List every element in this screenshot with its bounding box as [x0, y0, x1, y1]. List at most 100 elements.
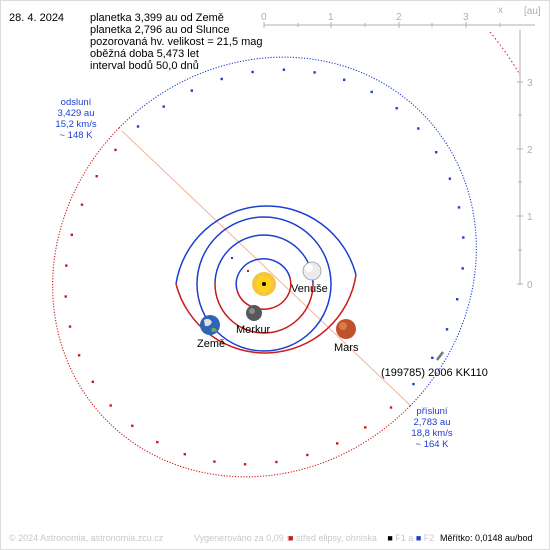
axis-y [517, 30, 523, 285]
asteroid-orbit-point [95, 175, 98, 178]
tick-x-2: 2 [396, 12, 402, 23]
asteroid-orbit-point [435, 151, 438, 154]
asteroid-orbit-point [275, 460, 278, 464]
mercury-orbit [235, 258, 292, 310]
legend-f1-marker: ■ [387, 533, 393, 543]
asteroid-orbit-point [282, 68, 286, 71]
asteroid-orbit-point [65, 264, 68, 267]
asteroid-orbit-point [448, 177, 452, 180]
earth-icon [200, 315, 220, 335]
info-distance-sun: planetka 2,796 au od Slunce [90, 24, 230, 36]
axis-x [263, 22, 535, 28]
tick-x-3: 3 [463, 12, 469, 23]
asteroid-orbit-point [114, 148, 117, 152]
legend-f2-marker: ■ [415, 533, 422, 543]
asteroid-orbit-point [91, 380, 94, 383]
tick-x-0: 0 [261, 12, 267, 23]
asteroid-orbit-point [251, 70, 254, 74]
asteroid-orbit-point [461, 267, 464, 270]
asteroid-orbit-point [190, 89, 193, 92]
aphelion-label: odsluní 3,429 au 15,2 km/s ~ 148 K [46, 97, 106, 141]
perihelion-title: přísluní [416, 406, 448, 417]
axis-unit: [au] [524, 6, 541, 17]
ellipse-center-marker [247, 270, 249, 272]
asteroid-orbit-point [370, 90, 373, 94]
asteroid-orbit [52, 56, 477, 478]
asteroid-orbit-point [77, 354, 81, 357]
mars-orbit [175, 205, 357, 354]
apsis-line [121, 130, 412, 407]
legend-center-text: střed elipsy, ohniska [295, 533, 377, 543]
asteroid-orbit-point [412, 382, 415, 386]
asteroid-orbit-point [109, 404, 112, 407]
asteroid-orbit-point [456, 298, 459, 301]
perihelion-temp: ~ 164 K [415, 439, 449, 450]
mars-label: Mars [334, 342, 359, 354]
asteroid-orbit-point [343, 78, 346, 81]
asteroid-orbit-point [364, 426, 367, 429]
info-magnitude: pozorovaná hv. velikost = 21,5 mag [90, 36, 263, 48]
mercury-label: Merkur [236, 324, 271, 336]
tick-y-3: 3 [527, 78, 533, 89]
perihelion-label: přísluní 2,783 au 18,8 km/s ~ 164 K [402, 406, 462, 450]
info-block: planetka 3,399 au od Země planetka 2,796… [90, 12, 263, 72]
asteroid-label: (199785) 2006 KK110 [381, 367, 488, 379]
asteroid-orbit-point [136, 125, 140, 128]
earth-orbit [196, 216, 332, 352]
aphelion-title: odsluní [60, 97, 92, 108]
venus-label: Venuše [291, 283, 328, 295]
outer-orbit-arc [489, 31, 521, 76]
perihelion-distance: 2,783 au [413, 417, 451, 428]
asteroid-orbit-point [70, 233, 73, 236]
asteroid-orbit-point [213, 460, 216, 463]
asteroid-orbit-point [313, 71, 316, 74]
sun-icon [252, 272, 276, 296]
asteroid-orbit-point [243, 463, 247, 466]
asteroid-orbit-point [183, 453, 186, 456]
tick-x-1: 1 [328, 12, 334, 23]
aphelion-speed: 15,2 km/s [55, 119, 97, 130]
tick-y-2: 2 [527, 145, 533, 156]
legend-center-marker: ■ [288, 533, 294, 543]
venus-icon [302, 261, 322, 281]
mercury-icon [246, 305, 262, 321]
tick-y-0: 0 [527, 280, 533, 291]
asteroid-orbit-point [64, 295, 67, 298]
asteroid-orbit-point [131, 424, 134, 427]
asteroid-orbit-point [445, 328, 449, 331]
asteroid-orbit-point [457, 206, 461, 209]
asteroid-orbit-point [68, 325, 72, 328]
asteroid-orbit-points [64, 68, 465, 466]
asteroid-orbit-point [156, 440, 159, 444]
asteroid-orbit-point [80, 203, 84, 206]
date-label: 28. 4. 2024 [9, 12, 65, 24]
footer-copyright: © 2024 Astronomia, astronomia.zcu.cz [9, 533, 164, 543]
asteroid-orbit-point [220, 77, 223, 81]
earth-label: Země [197, 338, 226, 350]
info-distance-earth: planetka 3,399 au od Země [90, 12, 224, 24]
tick-y-1: 1 [527, 212, 533, 223]
asteroid-orbit-point [462, 236, 465, 239]
mars-icon [336, 319, 356, 339]
aphelion-temp: ~ 148 K [59, 130, 93, 141]
aphelion-distance: 3,429 au [57, 108, 95, 119]
asteroid-orbit-point [395, 107, 398, 110]
asteroid-orbit-point [389, 406, 393, 409]
footer-generated: Vygenerováno za 0,09 s [194, 533, 291, 543]
orbit-point-marker [231, 257, 233, 259]
asteroid-orbit-point [417, 127, 420, 130]
perihelion-speed: 18,8 km/s [411, 428, 453, 439]
info-interval: interval bodů 50,0 dnů [90, 60, 199, 72]
legend-f1-text: F1 a [395, 533, 414, 543]
footer-scale: Měřítko: 0,0148 au/bod [440, 533, 533, 543]
legend-f2-text: F2 [423, 533, 435, 543]
asteroid-orbit-point [162, 105, 165, 108]
info-period: oběžná doba 5,473 let [90, 48, 199, 60]
axis-x-label: x [498, 5, 503, 16]
asteroid-orbit-point [431, 356, 434, 359]
asteroid-orbit-point [336, 442, 339, 445]
footer-legend: ■ střed elipsy, ohniska ■ F1 a ■ F2 [288, 533, 434, 543]
asteroid-icon [436, 351, 444, 361]
